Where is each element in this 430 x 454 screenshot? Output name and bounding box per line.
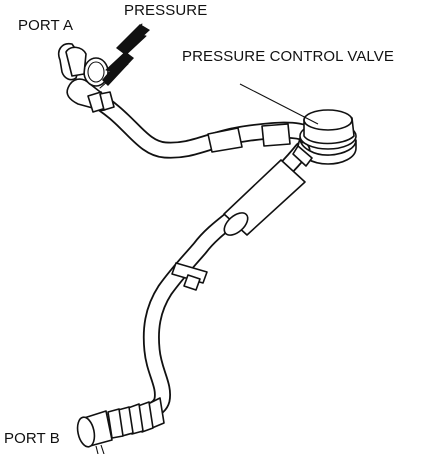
hose-clamp bbox=[171, 262, 208, 291]
pressure-control-valve bbox=[292, 109, 357, 167]
port-a-label: PORT A bbox=[18, 17, 74, 34]
port-b-label: PORT B bbox=[4, 430, 60, 447]
port-a-fitting bbox=[57, 42, 115, 113]
hose-sleeve-middle bbox=[223, 159, 306, 236]
pressure-control-valve-label: PRESSURE CONTROL VALVE bbox=[182, 48, 394, 65]
valve-leader-line bbox=[239, 83, 319, 125]
pressure-label: PRESSURE bbox=[124, 2, 208, 19]
hose-sleeve-right bbox=[261, 123, 291, 147]
port-b-ribbed-section bbox=[107, 397, 165, 439]
pressure-arrow bbox=[99, 23, 150, 89]
port-b-cap bbox=[76, 410, 113, 454]
hose-sleeve-upper bbox=[207, 127, 243, 153]
